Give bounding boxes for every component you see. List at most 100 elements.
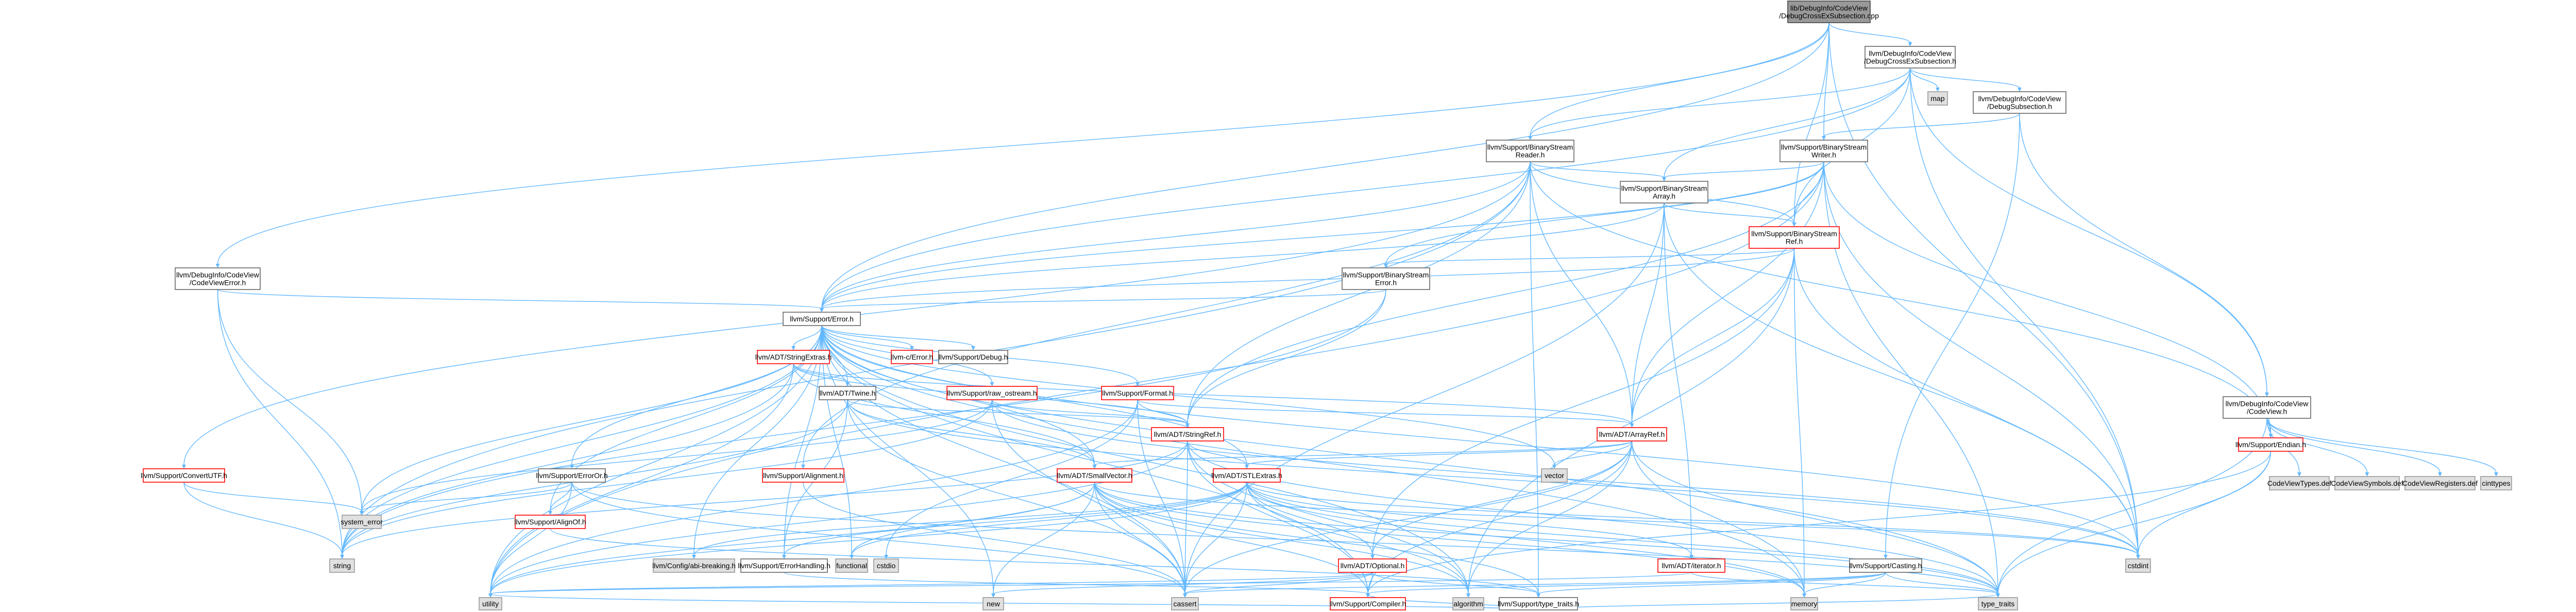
dependency-edge xyxy=(1631,440,2000,598)
node-debug[interactable]: llvm/Support/Debug.h xyxy=(938,350,1008,364)
node-label: llvm/ADT/StringExtras.h xyxy=(755,353,832,361)
dependency-edge xyxy=(1183,572,1886,598)
node-convertutf[interactable]: llvm/Support/ConvertUTF.h xyxy=(141,468,227,483)
node-label: llvm/ADT/StringRef.h xyxy=(1154,430,1222,438)
dependency-edge xyxy=(1384,161,1824,268)
node-label: memory xyxy=(1791,600,1818,608)
dependency-edge xyxy=(1909,67,2140,559)
node-label: llvm/Support/ConvertUTF.h xyxy=(141,471,227,480)
node-stringref[interactable]: llvm/ADT/StringRef.h xyxy=(1151,427,1224,441)
dependency-edge xyxy=(1909,67,2022,92)
dependency-edge xyxy=(1183,440,1633,598)
dependency-edge xyxy=(1802,572,1886,598)
node-alignof[interactable]: llvm/Support/AlignOf.h xyxy=(514,515,586,529)
node-iterator[interactable]: llvm/ADT/iterator.h xyxy=(1657,558,1725,573)
dependency-edge xyxy=(215,22,1829,268)
node-typetraits: type_traits xyxy=(1978,597,2018,610)
dependency-edge xyxy=(217,289,344,559)
dependency-edge xyxy=(2136,451,2272,559)
node-label: llvm/Support/type_traits.h xyxy=(1498,600,1579,608)
dependency-edge xyxy=(1384,248,1795,268)
node-alignment[interactable]: llvm/Support/Alignment.h xyxy=(762,468,844,483)
dependency-edge xyxy=(1664,202,2140,559)
dependency-edge xyxy=(1137,399,1190,428)
node-erroror[interactable]: llvm/Support/ErrorOr.h xyxy=(536,468,608,483)
node-label: /CodeView.h xyxy=(2247,407,2287,416)
node-smallvector[interactable]: llvm/ADT/SmallVector.h xyxy=(1057,468,1132,483)
node-rawostream[interactable]: llvm/Support/raw_ostream.h xyxy=(946,386,1038,400)
node-stlextras[interactable]: llvm/ADT/STLExtras.h xyxy=(1211,468,1282,483)
node-format[interactable]: llvm/Support/Format.h xyxy=(1101,386,1174,400)
node-label: /DebugCrossExSubsection.cpp xyxy=(1779,12,1879,20)
node-dsubsection[interactable]: llvm/DebugInfo/CodeView/DebugSubsection.… xyxy=(1973,91,2066,114)
node-label: cassert xyxy=(1173,600,1196,608)
node-vector: vector xyxy=(1541,468,1568,483)
dependency-edge xyxy=(2266,418,2442,477)
node-label: Reader.h xyxy=(1516,151,1545,159)
dependency-edge xyxy=(548,482,572,515)
node-label: llvm/Support/Alignment.h xyxy=(763,471,843,480)
dependency-edge xyxy=(1246,482,1470,598)
node-map: map xyxy=(1927,91,1948,106)
node-codeview[interactable]: llvm/DebugInfo/CodeView/CodeView.h xyxy=(2223,396,2311,419)
dependency-edge xyxy=(821,325,995,598)
node-label: functional xyxy=(836,562,867,570)
node-label: cinttypes xyxy=(2482,479,2510,487)
node-errorhandling[interactable]: llvm/Support/ErrorHandling.h xyxy=(738,558,831,573)
node-label: llvm/Support/raw_ostream.h xyxy=(947,389,1037,397)
node-error[interactable]: llvm/Support/Error.h xyxy=(783,312,861,326)
dependency-edge xyxy=(1466,440,1633,598)
dependency-edge xyxy=(1909,67,2269,397)
node-compiler[interactable]: llvm/Support/Compiler.h xyxy=(1330,597,1406,610)
dependency-edge xyxy=(1664,202,1797,227)
node-label: llvm/Support/ErrorHandling.h xyxy=(738,562,831,570)
node-cverror[interactable]: llvm/DebugInfo/CodeView/CodeViewError.h xyxy=(175,267,261,290)
node-cerror[interactable]: llvm-c/Error.h xyxy=(891,350,933,364)
node-label: llvm/Support/BinaryStream xyxy=(1487,143,1573,151)
dependency-edge xyxy=(1137,399,1634,428)
node-arrayref[interactable]: llvm/ADT/ArrayRef.h xyxy=(1597,427,1667,441)
node-systemerror: system_error xyxy=(341,515,383,529)
dependency-edge xyxy=(1530,161,1666,181)
node-cvregisters: CodeViewRegisters.def xyxy=(2402,476,2478,490)
node-label: algorithm xyxy=(1453,600,1483,608)
dependency-edge xyxy=(2019,113,2269,397)
node-typetraitsllvm[interactable]: llvm/Support/type_traits.h xyxy=(1498,597,1579,610)
node-label: llvm/Config/abi-breaking.h xyxy=(652,562,736,570)
node-label: llvm/Support/Debug.h xyxy=(939,353,1008,361)
node-root[interactable]: lib/DebugInfo/CodeView/DebugCrossExSubse… xyxy=(1779,1,1879,23)
node-label: llvm/ADT/iterator.h xyxy=(1662,562,1721,570)
node-casting[interactable]: llvm/Support/Casting.h xyxy=(1849,558,1922,573)
dependency-edge xyxy=(1822,113,2020,140)
dependency-edge xyxy=(1822,22,1829,140)
node-optional[interactable]: llvm/ADT/Optional.h xyxy=(1338,558,1407,573)
dependency-edge xyxy=(1094,482,2000,598)
node-label: llvm/ADT/STLExtras.h xyxy=(1211,471,1282,480)
node-label: map xyxy=(1930,94,1944,103)
dependency-edge xyxy=(1094,482,1470,598)
dependency-edge xyxy=(488,161,1824,598)
node-endian[interactable]: llvm/Support/Endian.h xyxy=(2235,437,2306,452)
node-new: new xyxy=(982,597,1004,610)
dependency-edge xyxy=(821,325,975,350)
dependency-edge xyxy=(793,363,850,386)
node-label: llvm/ADT/SmallVector.h xyxy=(1057,471,1132,480)
dependency-edge xyxy=(782,482,1247,559)
node-cstdint: cstdint xyxy=(2125,558,2151,573)
node-label: lib/DebugInfo/CodeView xyxy=(1790,4,1868,12)
dependency-edge xyxy=(360,482,572,515)
node-label: llvm/Support/BinaryStream xyxy=(1343,271,1429,279)
node-stringextras[interactable]: llvm/ADT/StringExtras.h xyxy=(755,350,832,364)
node-twine[interactable]: llvm/ADT/Twine.h xyxy=(819,386,876,400)
dependency-edge xyxy=(847,399,2140,559)
node-label: CodeViewSymbols.def xyxy=(2331,479,2403,487)
node-label: llvm/Support/Compiler.h xyxy=(1330,600,1406,608)
dependency-edge xyxy=(1536,572,1886,598)
node-dcrossex[interactable]: llvm/DebugInfo/CodeView/DebugCrossExSubs… xyxy=(1864,46,1956,69)
